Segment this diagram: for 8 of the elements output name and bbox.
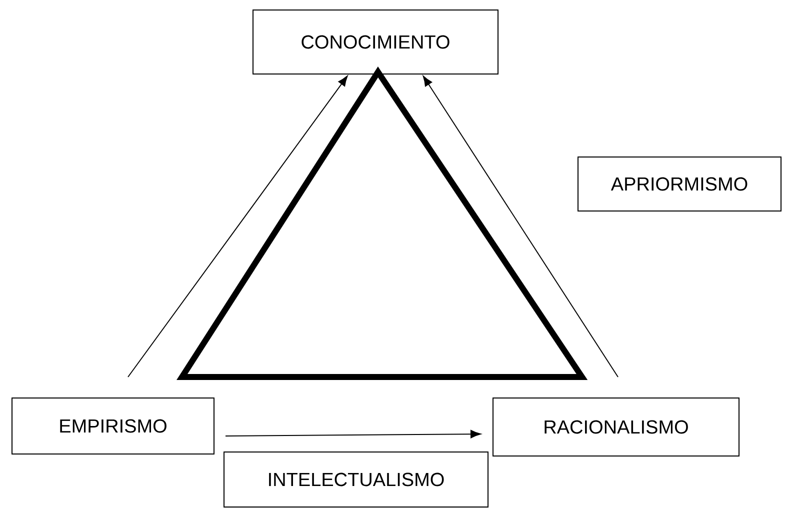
label-box: EMPIRISMO (12, 398, 214, 454)
label-box: CONOCIMIENTO (252, 10, 498, 74)
arrow (225, 430, 481, 438)
label-box: APRIORMISMO (578, 156, 782, 212)
label-box: RACIONALISMO (492, 398, 740, 456)
arrow (128, 76, 348, 378)
arrow (422, 76, 618, 378)
label-box: INTELECTUALISMO (224, 452, 488, 508)
